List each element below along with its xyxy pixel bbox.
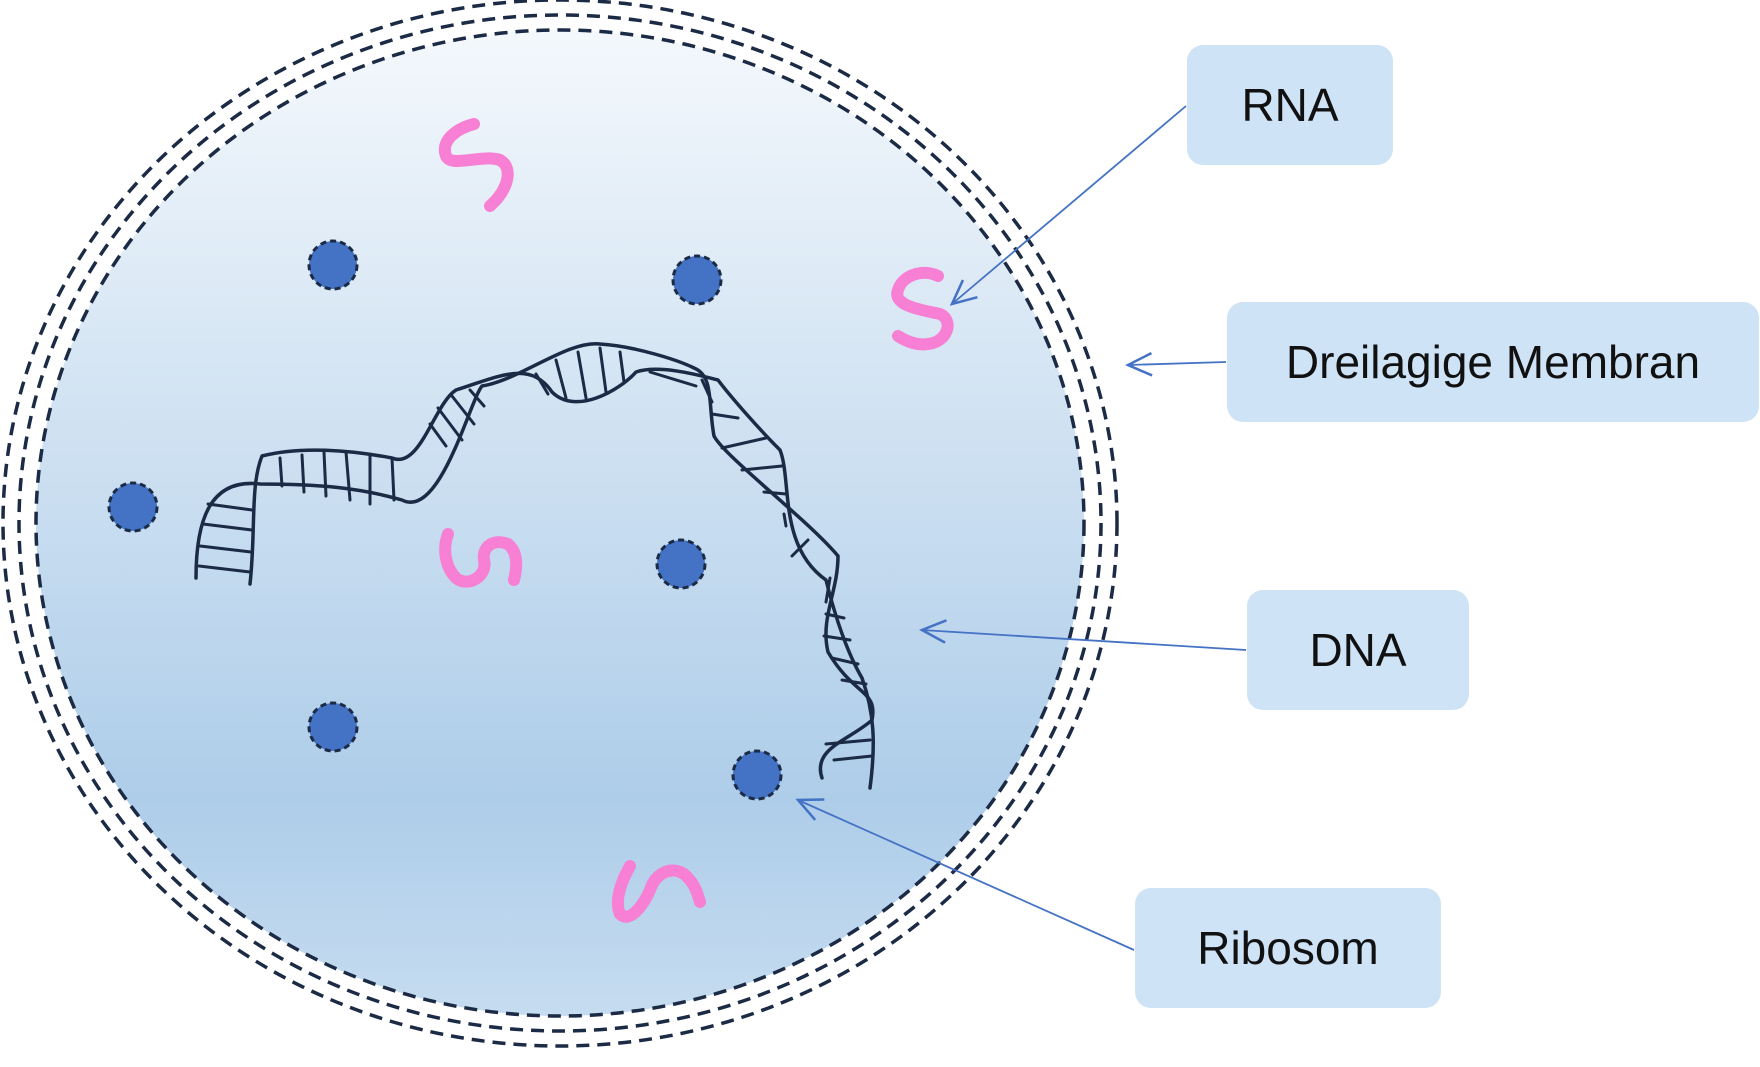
dna-base-pair [197,564,252,574]
dna-base-pair [428,422,448,448]
membrane-label-text: Dreilagige Membran [1285,336,1701,388]
ribosomes [107,239,783,801]
dna-base-pair [554,358,568,400]
dna-base-pair [830,656,860,666]
rna-strand-icon [891,266,954,351]
membrane-label: Dreilagige Membran [1227,302,1759,422]
dna-base-pair [840,678,868,686]
dna-base-pair [710,412,740,420]
dna-base-pair [720,436,768,450]
dna-base-pair [576,350,588,400]
dna-label: DNA [1247,590,1469,710]
rna-label-text: RNA [1241,79,1339,131]
ribosome-icon [671,254,723,306]
dna-base-pair [824,738,872,746]
dna-base-pair [648,370,698,388]
ribosome-label: Ribosom [1135,888,1441,1008]
ribosome-icon [655,538,707,590]
dna-base-pair [201,522,254,532]
dna-base-pairs [197,346,874,762]
rna-strand-icon [611,860,706,923]
ribosome-icon [307,701,359,753]
rna-label: RNA [1187,45,1393,165]
ribosome-arrow [798,800,1135,951]
dna-base-pair [450,394,476,426]
dna-base-pair [598,346,608,394]
dna-base-pair [322,450,328,498]
membrane-layer-middle [17,13,1103,1033]
ribosome-icon [107,481,159,533]
dna-strand-lower [248,367,876,790]
dna-base-pair [740,464,784,472]
cytoplasm [36,30,1084,1016]
rna-strands [438,118,954,923]
dna-double-helix-icon [194,342,876,790]
rna-strand-icon [439,528,523,588]
rna-strand-icon [438,118,514,212]
dna-arrow [922,630,1247,651]
dna-base-pair [762,490,788,496]
dna-base-pair [700,378,714,404]
dna-label-text: DNA [1309,624,1407,676]
annotation-arrows [798,105,1247,951]
ribosome-icon [731,749,783,801]
dna-base-pair [436,406,464,442]
dna-base-pair [344,450,352,502]
dna-base-pair [782,512,788,528]
membrane-layer-inner [34,28,1086,1018]
dna-base-pair [278,456,284,488]
dna-base-pair [468,388,486,408]
dna-base-pair [198,544,253,554]
dna-base-pair [390,456,396,502]
rna-arrow [952,105,1187,304]
dna-base-pair [618,350,626,384]
ribosome-label-text: Ribosom [1197,922,1379,974]
triple-membrane-icon [1,0,1119,1048]
dna-base-pair [790,538,810,558]
dna-base-pair [824,576,832,604]
dna-base-pair [534,372,550,396]
dna-base-pair [822,634,852,642]
membrane-arrow [1128,362,1227,365]
dna-base-pair [300,453,306,494]
ribosome-icon [307,239,359,291]
dna-base-pair [206,502,254,512]
dna-base-pair [832,754,874,762]
membrane-layer-outer [1,0,1119,1048]
dna-base-pair [824,612,846,620]
